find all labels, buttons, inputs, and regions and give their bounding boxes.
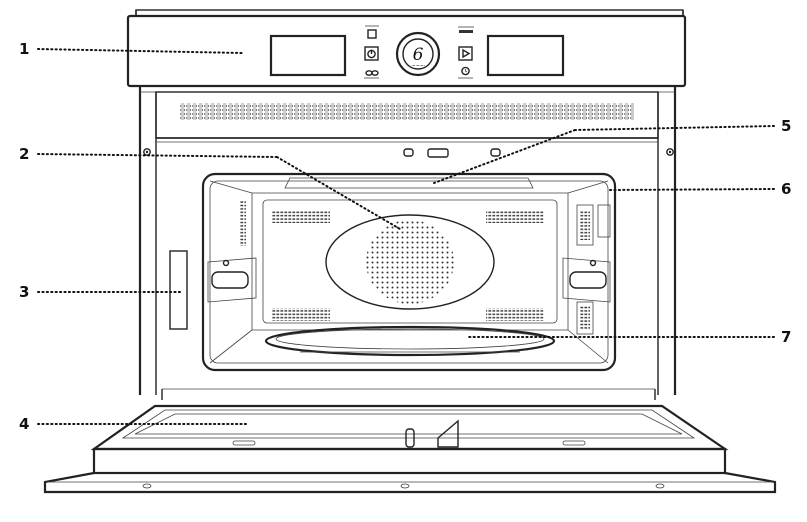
callout-6: 6 <box>781 180 791 198</box>
leader-5b <box>433 129 576 184</box>
callout-3: 3 <box>19 283 29 301</box>
callout-2: 2 <box>19 145 29 163</box>
rating-plate <box>169 250 188 330</box>
callout-4: 4 <box>19 415 29 433</box>
stop-icon <box>365 25 379 39</box>
left-shelf-support <box>207 200 257 303</box>
callout-leaders <box>37 48 775 425</box>
cabinet-frame <box>138 86 677 395</box>
temperature-weight-icon <box>458 26 474 33</box>
callout-7: 7 <box>781 328 791 346</box>
turntable <box>264 325 556 357</box>
selector-knob: 6 <box>395 31 441 77</box>
leader-2 <box>37 153 278 158</box>
callout-1: 1 <box>19 40 29 58</box>
play-icon <box>458 46 473 61</box>
control-panel: 6 <box>126 9 687 88</box>
leader-1 <box>37 48 243 54</box>
fan-cover <box>325 214 495 310</box>
timer-icon <box>458 66 473 79</box>
infinity-icon <box>364 70 379 79</box>
callout-numbers: 1 2 3 4 5 6 7 <box>19 40 791 433</box>
leader-2b <box>276 156 401 230</box>
left-screw <box>143 148 151 156</box>
ventilation-strip <box>155 91 659 143</box>
right-display <box>486 34 565 77</box>
left-display <box>269 34 347 77</box>
oven-cavity <box>201 172 617 372</box>
leader-6 <box>609 188 775 191</box>
door-latch <box>405 428 415 448</box>
right-shelf-support <box>562 204 611 335</box>
upper-sensors <box>403 148 501 158</box>
power-icon <box>364 46 379 61</box>
oven-door <box>43 388 777 494</box>
right-screw <box>666 148 674 156</box>
knob-label: 6 <box>413 45 424 65</box>
callout-5: 5 <box>781 117 791 135</box>
